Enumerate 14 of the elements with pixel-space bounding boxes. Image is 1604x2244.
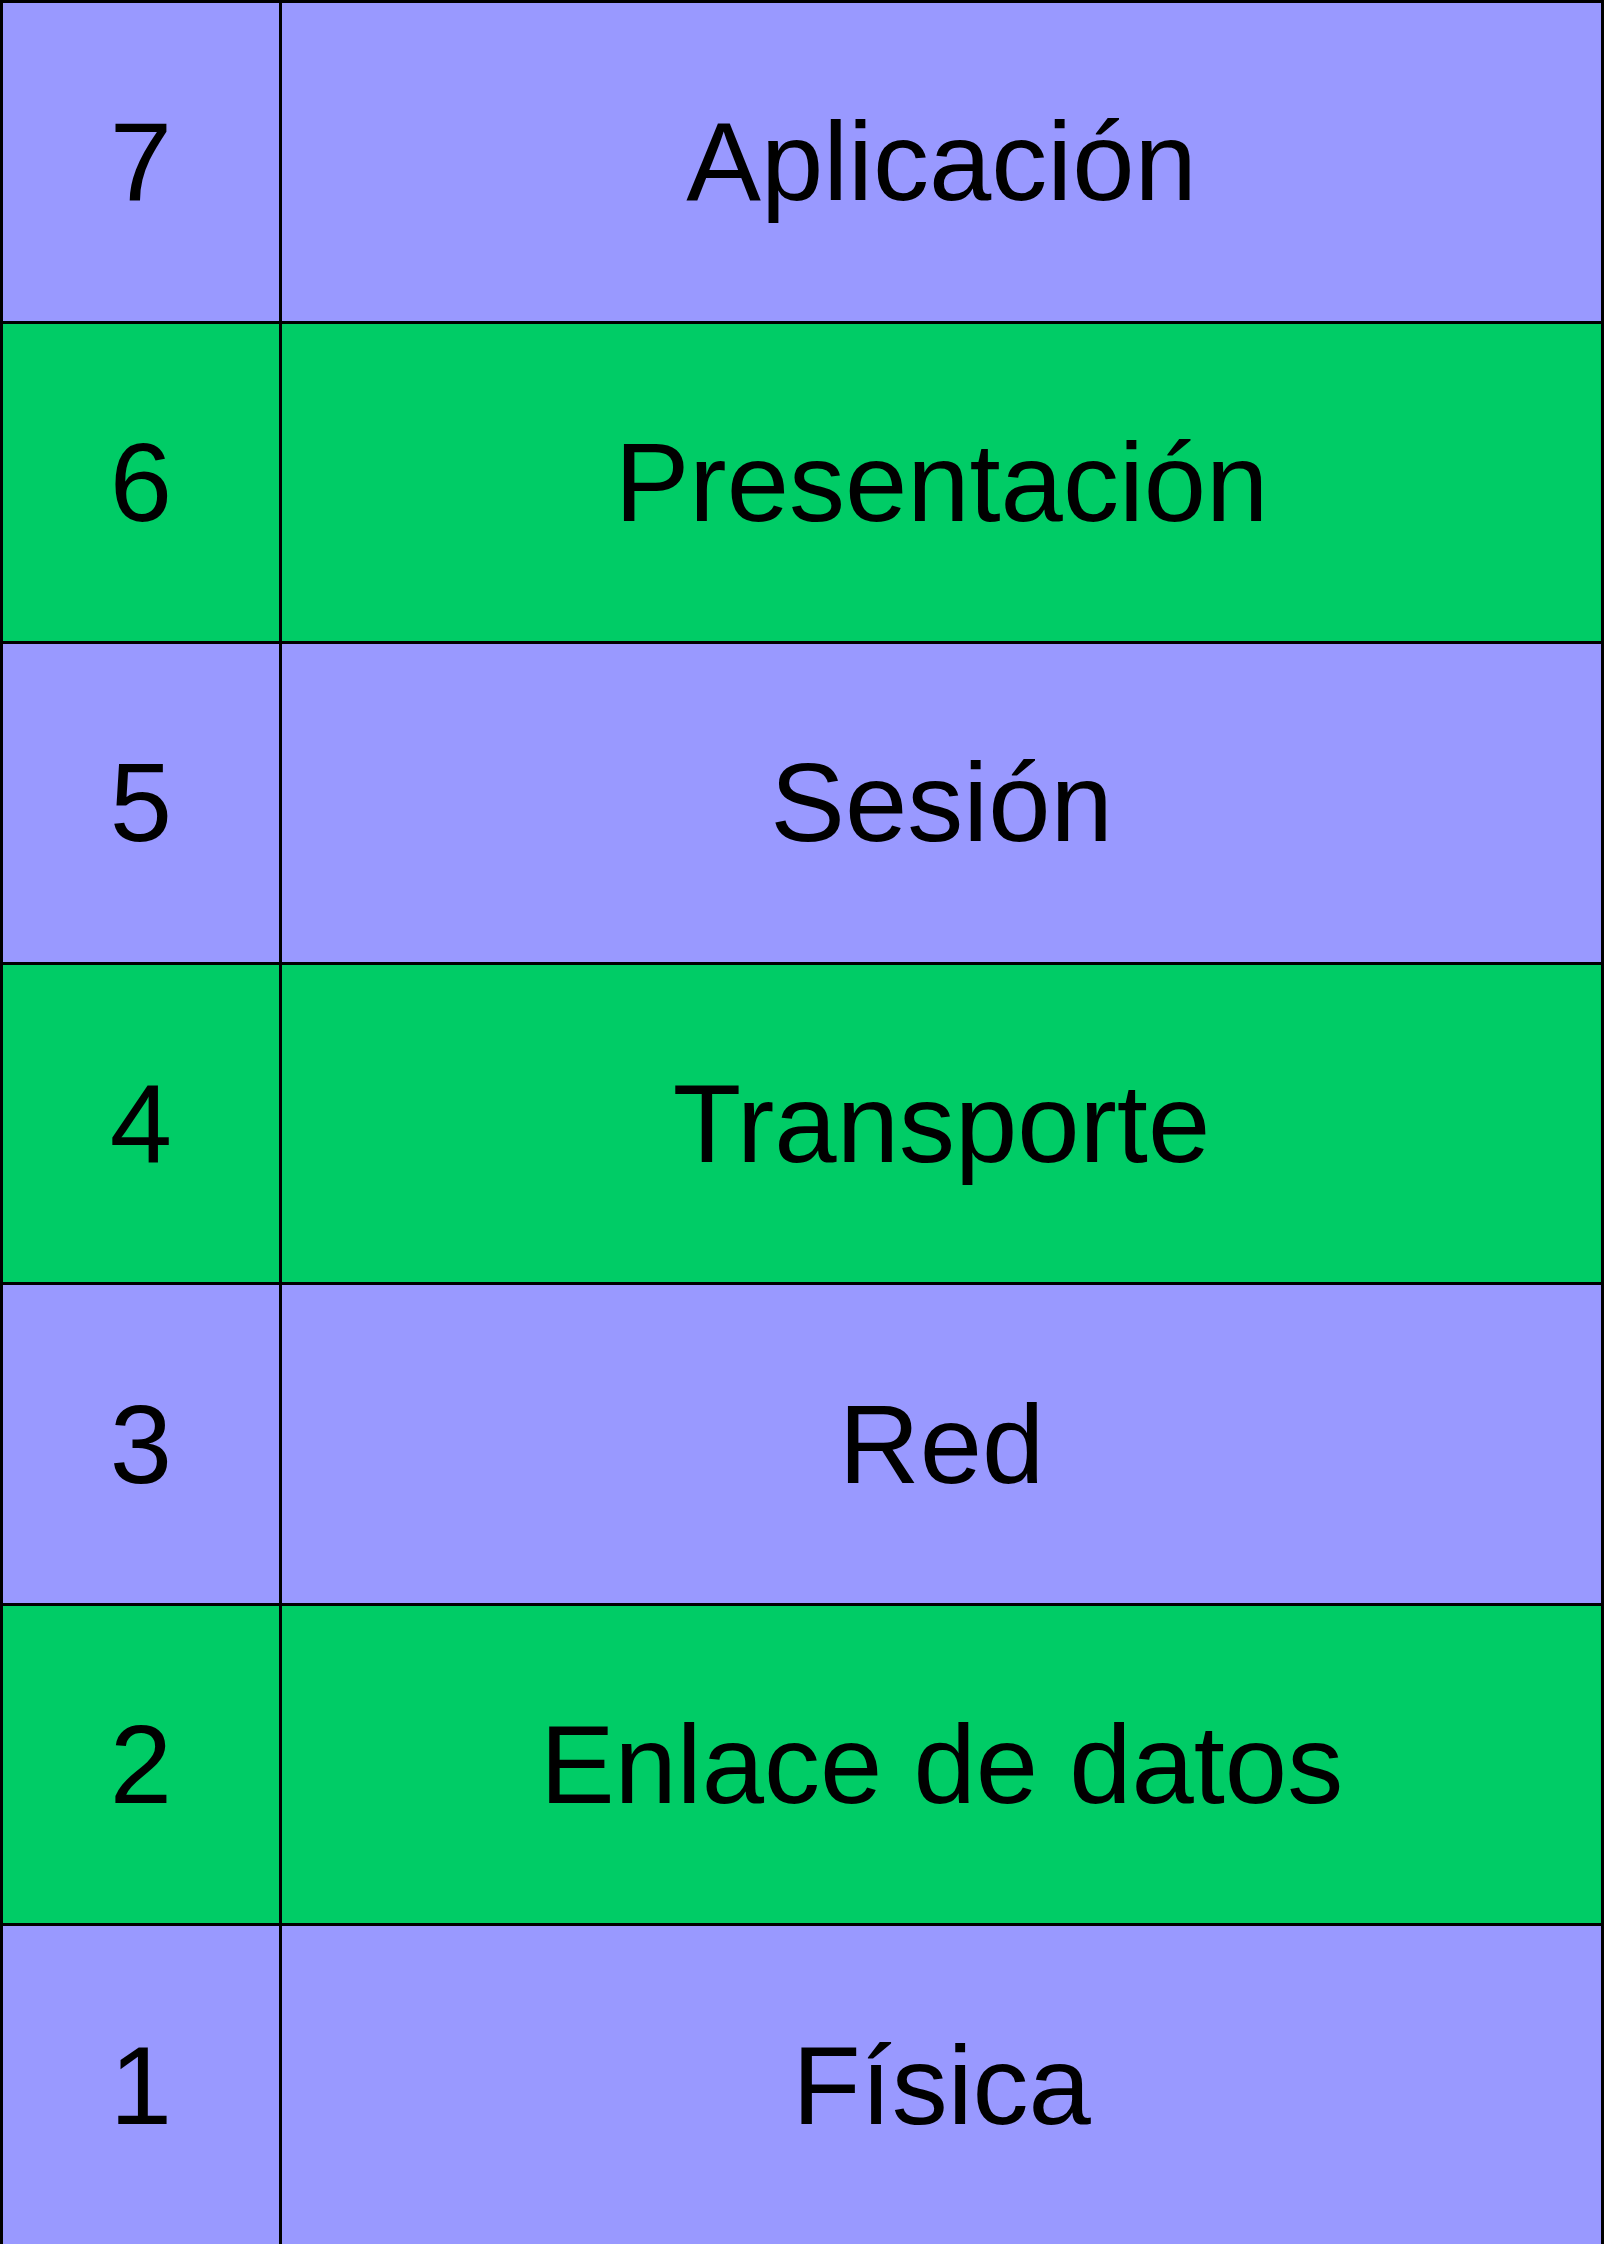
layer-name: Sesión [280, 642, 1603, 964]
layer-name: Presentación [280, 322, 1603, 643]
layer-name: Red [280, 1283, 1603, 1605]
layer-number: 7 [1, 1, 281, 323]
layer-number: 2 [1, 1604, 281, 1925]
layer-name: Física [280, 1924, 1603, 2244]
layer-name: Enlace de datos [280, 1604, 1603, 1925]
layer-number: 5 [1, 642, 281, 964]
layer-number: 4 [1, 963, 281, 1284]
layer-number: 3 [1, 1283, 281, 1605]
layer-name: Transporte [280, 963, 1603, 1284]
layer-number: 6 [1, 322, 281, 643]
layer-number: 1 [1, 1924, 281, 2244]
layer-name: Aplicación [280, 1, 1603, 323]
